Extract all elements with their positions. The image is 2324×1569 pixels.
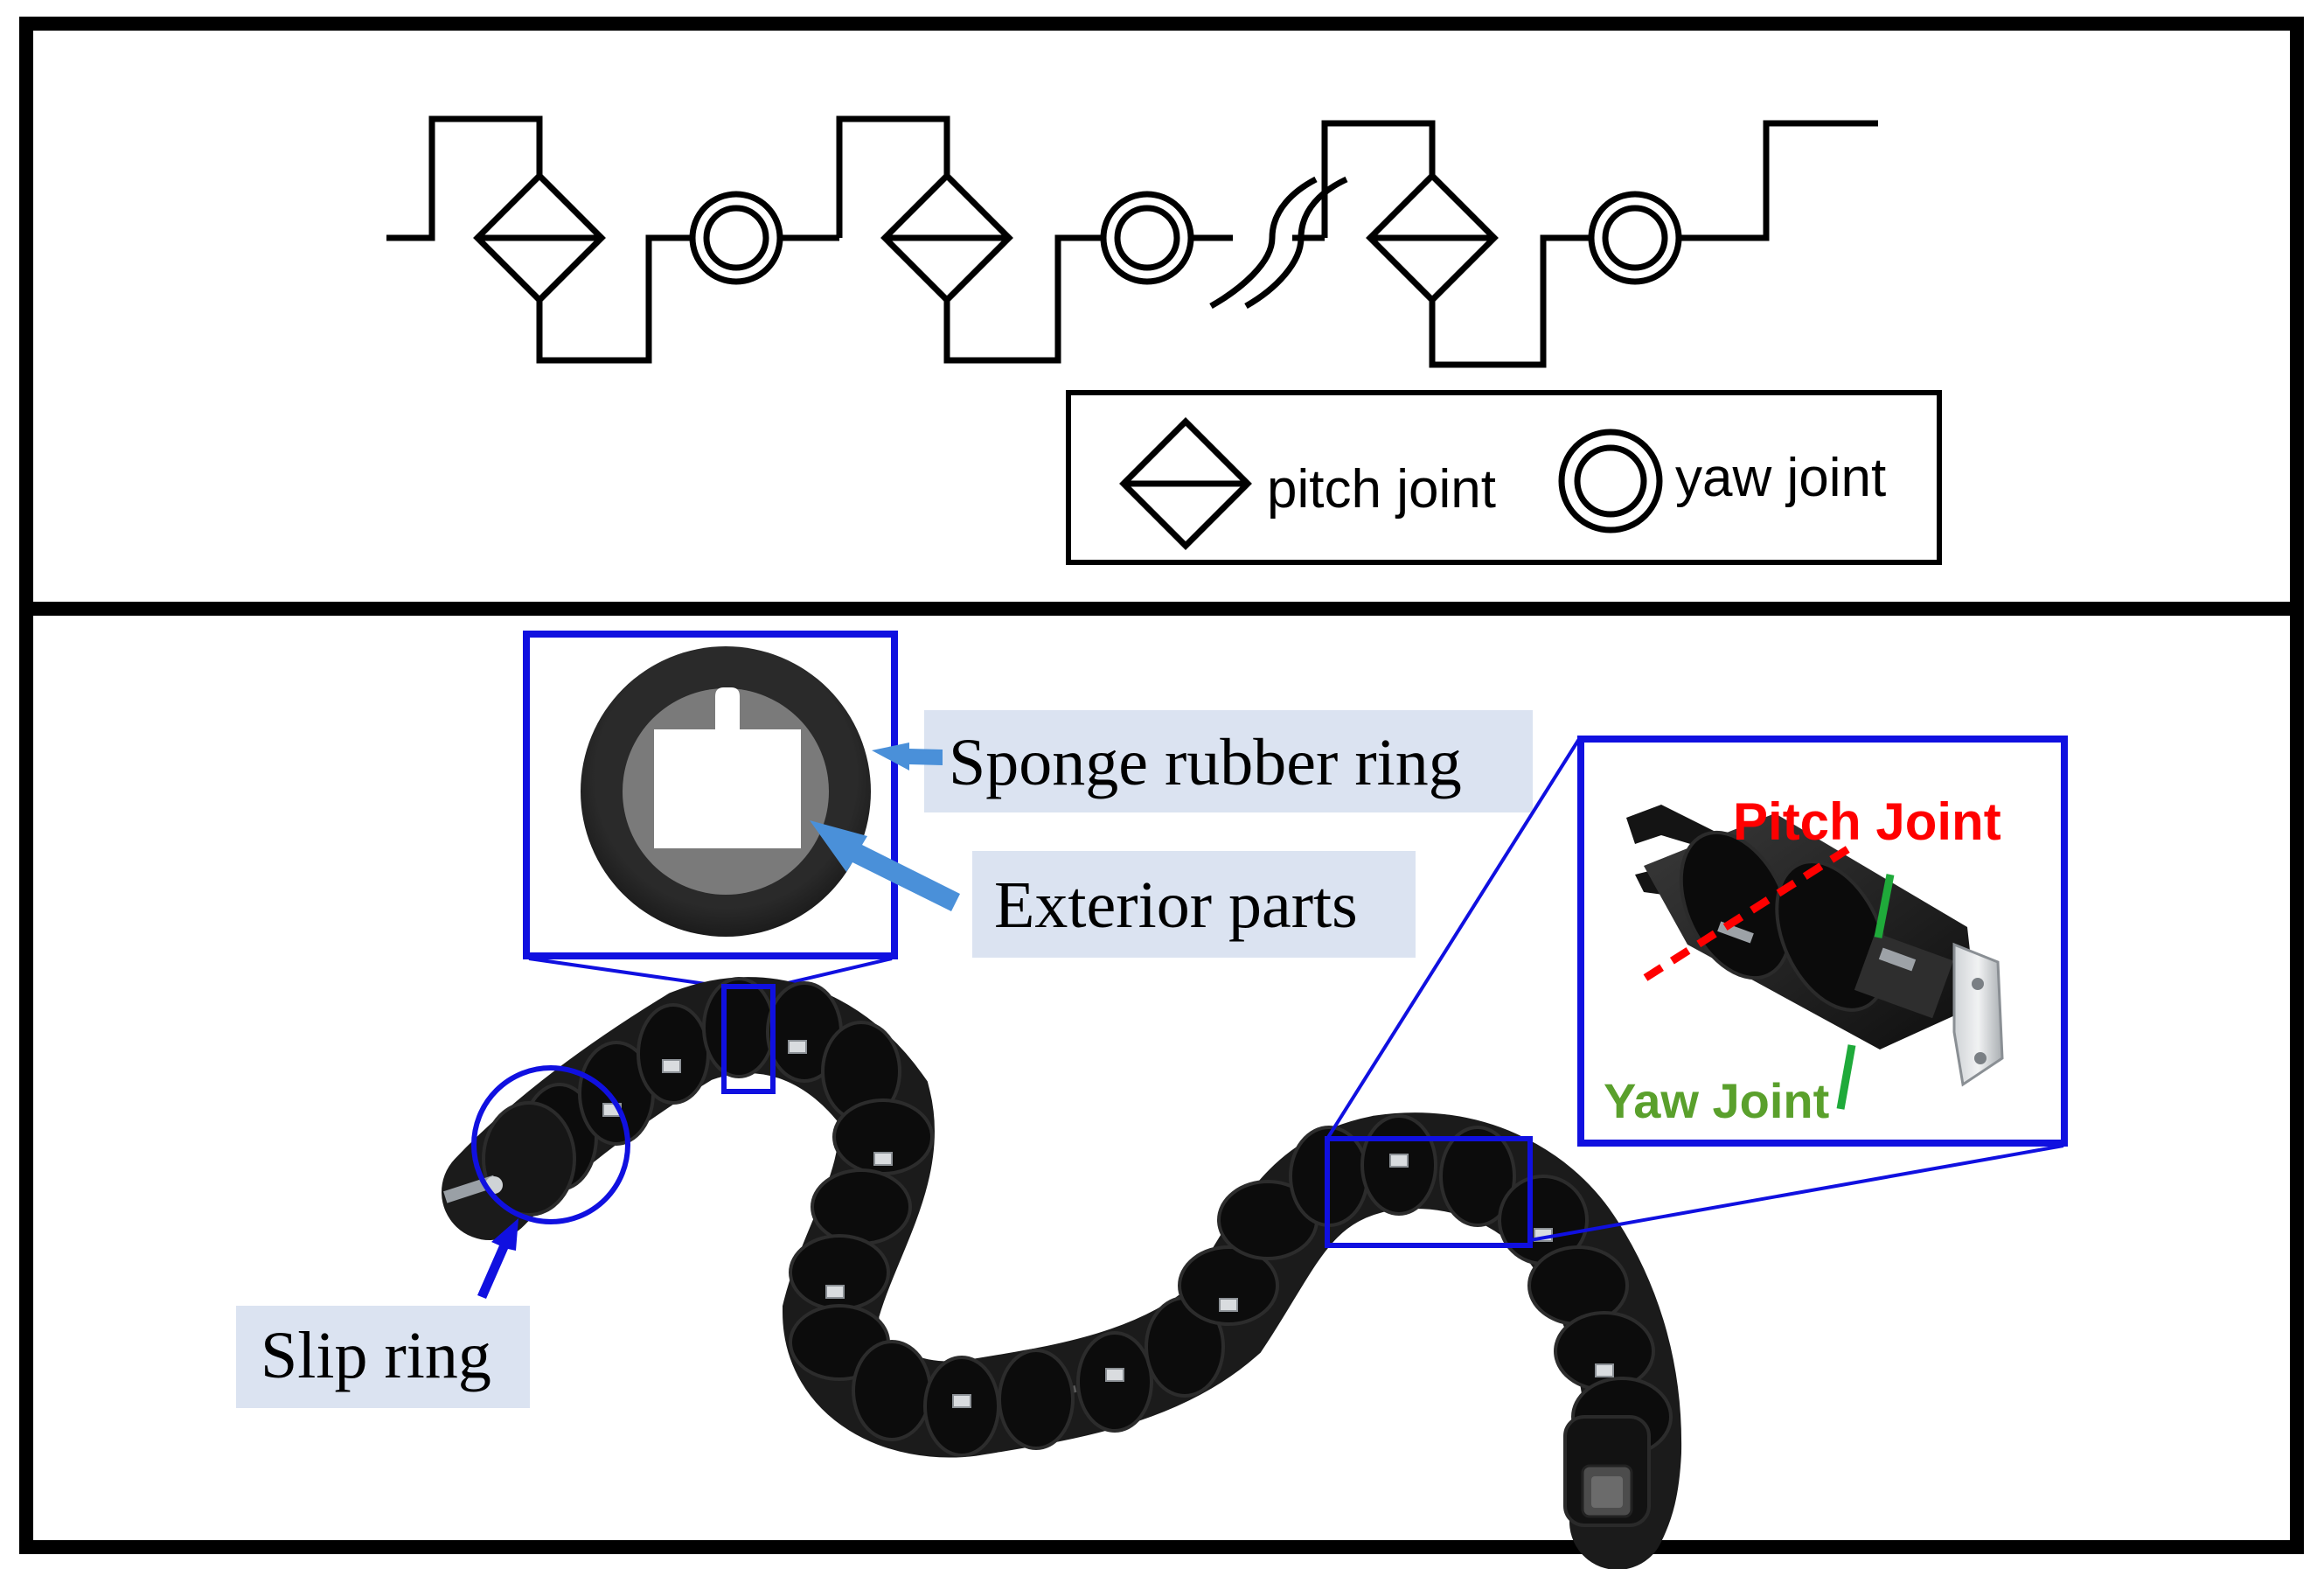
pitch-joint-label: Pitch Joint xyxy=(1733,792,2001,851)
slip-ring-callout: Slip ring xyxy=(236,1218,530,1408)
sponge-ring-label: Sponge rubber ring xyxy=(949,726,1462,799)
sponge-ring-callout: Sponge rubber ring xyxy=(872,710,1533,812)
schematic-line-4 xyxy=(836,115,950,238)
segment-rings xyxy=(521,977,1673,1457)
pitch-joint-icon xyxy=(1119,417,1252,550)
schematic-line-5 xyxy=(943,234,1103,364)
inset-connector xyxy=(528,957,725,988)
module-detail-inset: Pitch Joint Yaw Joint xyxy=(1577,736,2068,1147)
exterior-parts-label: Exterior parts xyxy=(994,868,1358,942)
outer-border xyxy=(19,17,2304,1554)
snake-robot xyxy=(442,977,1682,1569)
legend-box: pitch joint yaw joint xyxy=(1066,390,1942,565)
schematic-line-8 xyxy=(1321,120,1436,238)
pitch-axis-marker xyxy=(1643,843,1854,981)
module-highlight xyxy=(1325,1136,1533,1248)
arrow-icon xyxy=(872,743,943,771)
yaw-joint-icon-inner xyxy=(703,205,769,271)
legend-pitch-label: pitch joint xyxy=(1267,459,1496,520)
module-metal-plate xyxy=(1952,942,2004,1087)
module-ring xyxy=(1775,860,1889,1012)
detail-connector xyxy=(1529,1144,2064,1242)
yaw-joint-icon-inner xyxy=(1602,205,1668,271)
schematic-line-2 xyxy=(536,234,692,364)
schematic-line-10 xyxy=(1679,120,1878,241)
inset-connector xyxy=(772,957,893,988)
ring-location-highlight xyxy=(721,984,776,1094)
segment-brackets xyxy=(602,1040,1614,1408)
detail-connector xyxy=(1326,737,1581,1140)
yaw-axis-marker xyxy=(1874,874,1895,938)
exterior-part xyxy=(654,687,801,848)
arrow-icon xyxy=(810,820,960,911)
joint-schematic xyxy=(386,115,1878,368)
slip-ring-label: Slip ring xyxy=(261,1319,491,1392)
slip-ring-highlight xyxy=(471,1065,630,1224)
ring-cross-section-inset xyxy=(523,631,898,959)
yaw-joint-icon-inner xyxy=(1114,205,1180,271)
schematic-line-9 xyxy=(1429,234,1591,368)
yaw-joint-icon xyxy=(1558,429,1663,533)
robot-head xyxy=(1563,1415,1651,1527)
yaw-axis-marker xyxy=(1836,1044,1856,1110)
arrow-icon xyxy=(477,1218,518,1299)
cable-break-icon xyxy=(1244,176,1348,310)
schematic-line-1 xyxy=(386,115,543,241)
cable-break-icon xyxy=(1209,176,1318,310)
exterior-parts-callout: Exterior parts xyxy=(810,820,1416,958)
yaw-joint-label: Yaw Joint xyxy=(1604,1073,1829,1128)
legend-yaw-label: yaw joint xyxy=(1675,448,1886,508)
